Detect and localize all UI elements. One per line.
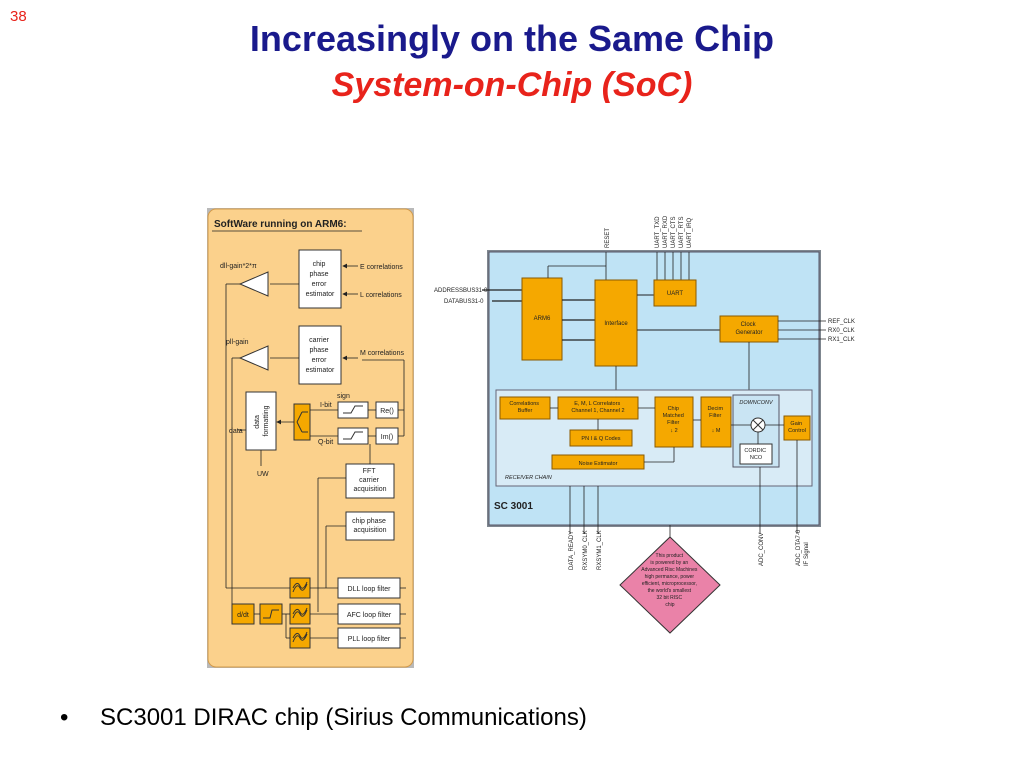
e-correlations-label: E correlations: [360, 264, 403, 271]
carrier-phase-error-estimator: [298, 325, 342, 385]
chip-phase-error-estimator: [298, 249, 342, 309]
software-panel: SoftWare running on ARM6: chip phase err…: [207, 208, 414, 668]
svg-text:UART_RXD: UART_RXD: [663, 215, 669, 248]
l-correlations-label: L correlations: [360, 292, 402, 299]
m-correlations-label: M correlations: [360, 350, 404, 357]
svg-text:UART_CTS: UART_CTS: [671, 216, 677, 248]
filter-symbol-pll: [289, 627, 311, 649]
data-ready-pin-label: DATA_READY: [569, 531, 575, 570]
chip-phase-error-estimator-label: chip phase error estimator: [306, 261, 335, 298]
adc-conv-pin-label: ADC_CONV: [759, 533, 765, 566]
decim-filter-block: [700, 396, 732, 448]
slide-number: 38: [10, 8, 27, 25]
slide-title: Increasingly on the Same Chip: [249, 18, 775, 59]
cordic-nco-block: [739, 443, 773, 465]
correlators-label: E, M, L Correlators Channel 1, Channel 2: [571, 401, 624, 414]
fft-carrier-acquisition: [345, 463, 395, 499]
bullet-marker: •: [60, 704, 69, 731]
im-label: Im(): [381, 434, 393, 441]
chip-phase-acquisition-label: chip phase acquisition: [352, 518, 388, 534]
correlations-buffer-label: Correlations Buffer: [509, 401, 540, 414]
rx0-clk-label: RX0_CLK: [828, 328, 855, 334]
address-bus-label: ADDRESSBUS31-0: [434, 288, 488, 294]
rxsym0-clk-pin-label: RXSYM0_CLK: [583, 530, 589, 570]
pn-codes-block: [569, 429, 633, 447]
fft-label: FFT carrier acquisition: [353, 468, 386, 493]
dll-loop-filter-label: DLL loop filter: [348, 586, 392, 593]
decim-filter-label: Decim Filter ↓ M: [707, 406, 724, 434]
chip-matched-filter-block: [654, 396, 694, 448]
gain-control-label: Gain Control: [788, 421, 806, 434]
reset-pin-label: RESET: [605, 228, 611, 248]
receiver-chain-label: RECEIVER CHAIN: [505, 475, 552, 481]
sc3001-label: SC 3001: [494, 501, 533, 512]
clock-generator-block: [719, 315, 779, 343]
data-formatting-block: [245, 391, 277, 451]
re-label: Re(): [380, 408, 394, 415]
ddt-label: d/dt: [237, 612, 249, 619]
filter-symbol-afc: [289, 603, 311, 625]
filter-symbol-dll: [289, 577, 311, 599]
downconv-label: DOWNCONV: [739, 400, 774, 406]
dll-gain-amplifier: [238, 271, 269, 297]
uart-block: [653, 279, 697, 307]
pll-loop-filter-label: PLL loop filter: [348, 636, 391, 643]
arm-powered-badge-text: This product is powered by an Advanced R…: [641, 553, 699, 608]
arm6-block: [521, 277, 563, 361]
data-formatting-label: data formatting: [254, 405, 270, 436]
rxsym1-clk-pin-label: RXSYM1_CLK: [597, 530, 603, 570]
dll-gain-label: dll-gain*2*π: [220, 263, 257, 270]
chip-phase-acquisition: [345, 511, 395, 541]
clock-generator-label: Clock Generator: [735, 322, 762, 336]
chip-diagram: RESET UART_TXD UART_RXD UART_CTS UART_RT…: [434, 215, 855, 634]
carrier-phase-error-estimator-label: carrier phase error estimator: [306, 337, 335, 374]
svg-text:UART_TXD: UART_TXD: [655, 216, 661, 248]
data-bus-label: DATABUS31-0: [444, 299, 484, 305]
arm6-label: ARM6: [534, 316, 551, 322]
pll-gain-label: pll-gain: [226, 339, 249, 346]
pn-codes-label: PN I & Q Codes: [581, 436, 620, 442]
uart-pins: UART_TXD UART_RXD UART_CTS UART_RTS UART…: [655, 215, 693, 280]
ref-clk-label: REF_CLK: [828, 319, 855, 325]
sign-label: sign: [337, 393, 350, 400]
afc-loop-filter-label: AFC loop filter: [347, 612, 392, 619]
uw-label: UW: [257, 471, 269, 478]
interface-label: Interface: [604, 321, 628, 327]
bullet-text: SC3001 DIRAC chip (Sirius Communications…: [100, 704, 587, 731]
cordic-nco-label: CORDIC NCO: [744, 448, 767, 461]
pll-gain-amplifier: [238, 345, 269, 371]
software-panel-header: SoftWare running on ARM6:: [214, 219, 347, 230]
arm-powered-badge: [619, 536, 721, 634]
svg-text:UART_IRQ: UART_IRQ: [687, 217, 693, 248]
svg-text:UART_RTS: UART_RTS: [679, 217, 685, 248]
noise-estimator-label: Noise Estimator: [579, 461, 618, 467]
bullet-item: • SC3001 DIRAC chip (Sirius Communication…: [60, 704, 587, 732]
chip-matched-filter-label: Chip Matched Filter ↓ 2: [663, 406, 686, 434]
rx1-clk-label: RX1_CLK: [828, 337, 855, 343]
uart-label: UART: [667, 291, 684, 297]
interface-block: [594, 279, 638, 367]
adc-data-pin-label: ADC_DTA7-0 IF Signal: [796, 528, 810, 566]
slide-subtitle: System-on-Chip (SoC): [331, 66, 693, 104]
i-bit-label: I-bit: [320, 402, 332, 409]
bit-selector: [293, 403, 311, 441]
gain-control-block: [783, 415, 811, 441]
data-label: data: [229, 428, 243, 435]
q-bit-label: Q-bit: [318, 439, 333, 446]
